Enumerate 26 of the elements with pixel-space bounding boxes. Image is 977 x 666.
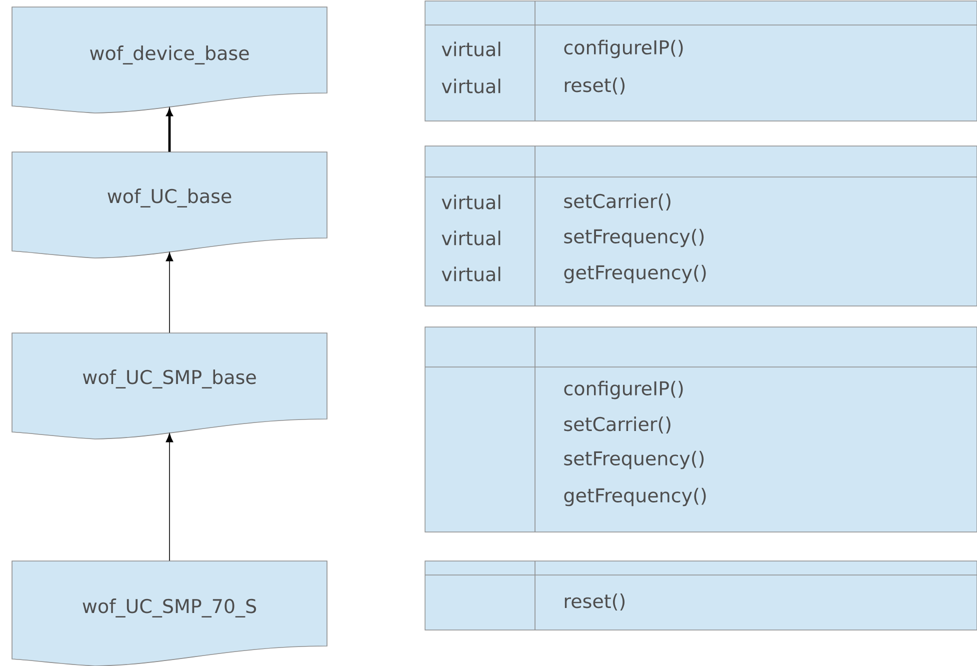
table-cell-text: setFrequency() bbox=[564, 228, 704, 248]
table-cell-text: reset() bbox=[564, 594, 625, 610]
table-cell-text: setFrequency() bbox=[564, 450, 704, 470]
document-box: wof_device_base bbox=[12, 6, 328, 114]
table-cell-text: configureIP() bbox=[564, 380, 683, 400]
table-cell-text: virtual bbox=[442, 78, 500, 94]
document-box: wof_UC_base bbox=[12, 152, 328, 258]
table-cell-text: reset() bbox=[564, 78, 625, 94]
document-box: wof_UC_SMP_70_S bbox=[12, 560, 328, 666]
arrow bbox=[166, 433, 174, 562]
document-box: wof_UC_SMP_base bbox=[12, 332, 328, 440]
table-cell-text: virtual bbox=[442, 230, 500, 246]
class-table bbox=[424, 560, 977, 630]
arrow bbox=[166, 252, 174, 334]
table-cell-text: virtual bbox=[442, 266, 500, 282]
table-cell-text: setCarrier() bbox=[564, 416, 670, 434]
class-table bbox=[424, 0, 977, 122]
table-cell-text: getFrequency() bbox=[564, 488, 706, 506]
table-cell-text: setCarrier() bbox=[564, 194, 670, 210]
arrow bbox=[166, 109, 173, 152]
table-cell-text: virtual bbox=[442, 194, 500, 210]
table-cell-text: getFrequency() bbox=[564, 264, 706, 284]
table-cell-text: configureIP() bbox=[564, 40, 683, 58]
table-cell-text: virtual bbox=[442, 42, 500, 56]
class-table bbox=[424, 146, 977, 306]
class-table bbox=[424, 326, 977, 532]
